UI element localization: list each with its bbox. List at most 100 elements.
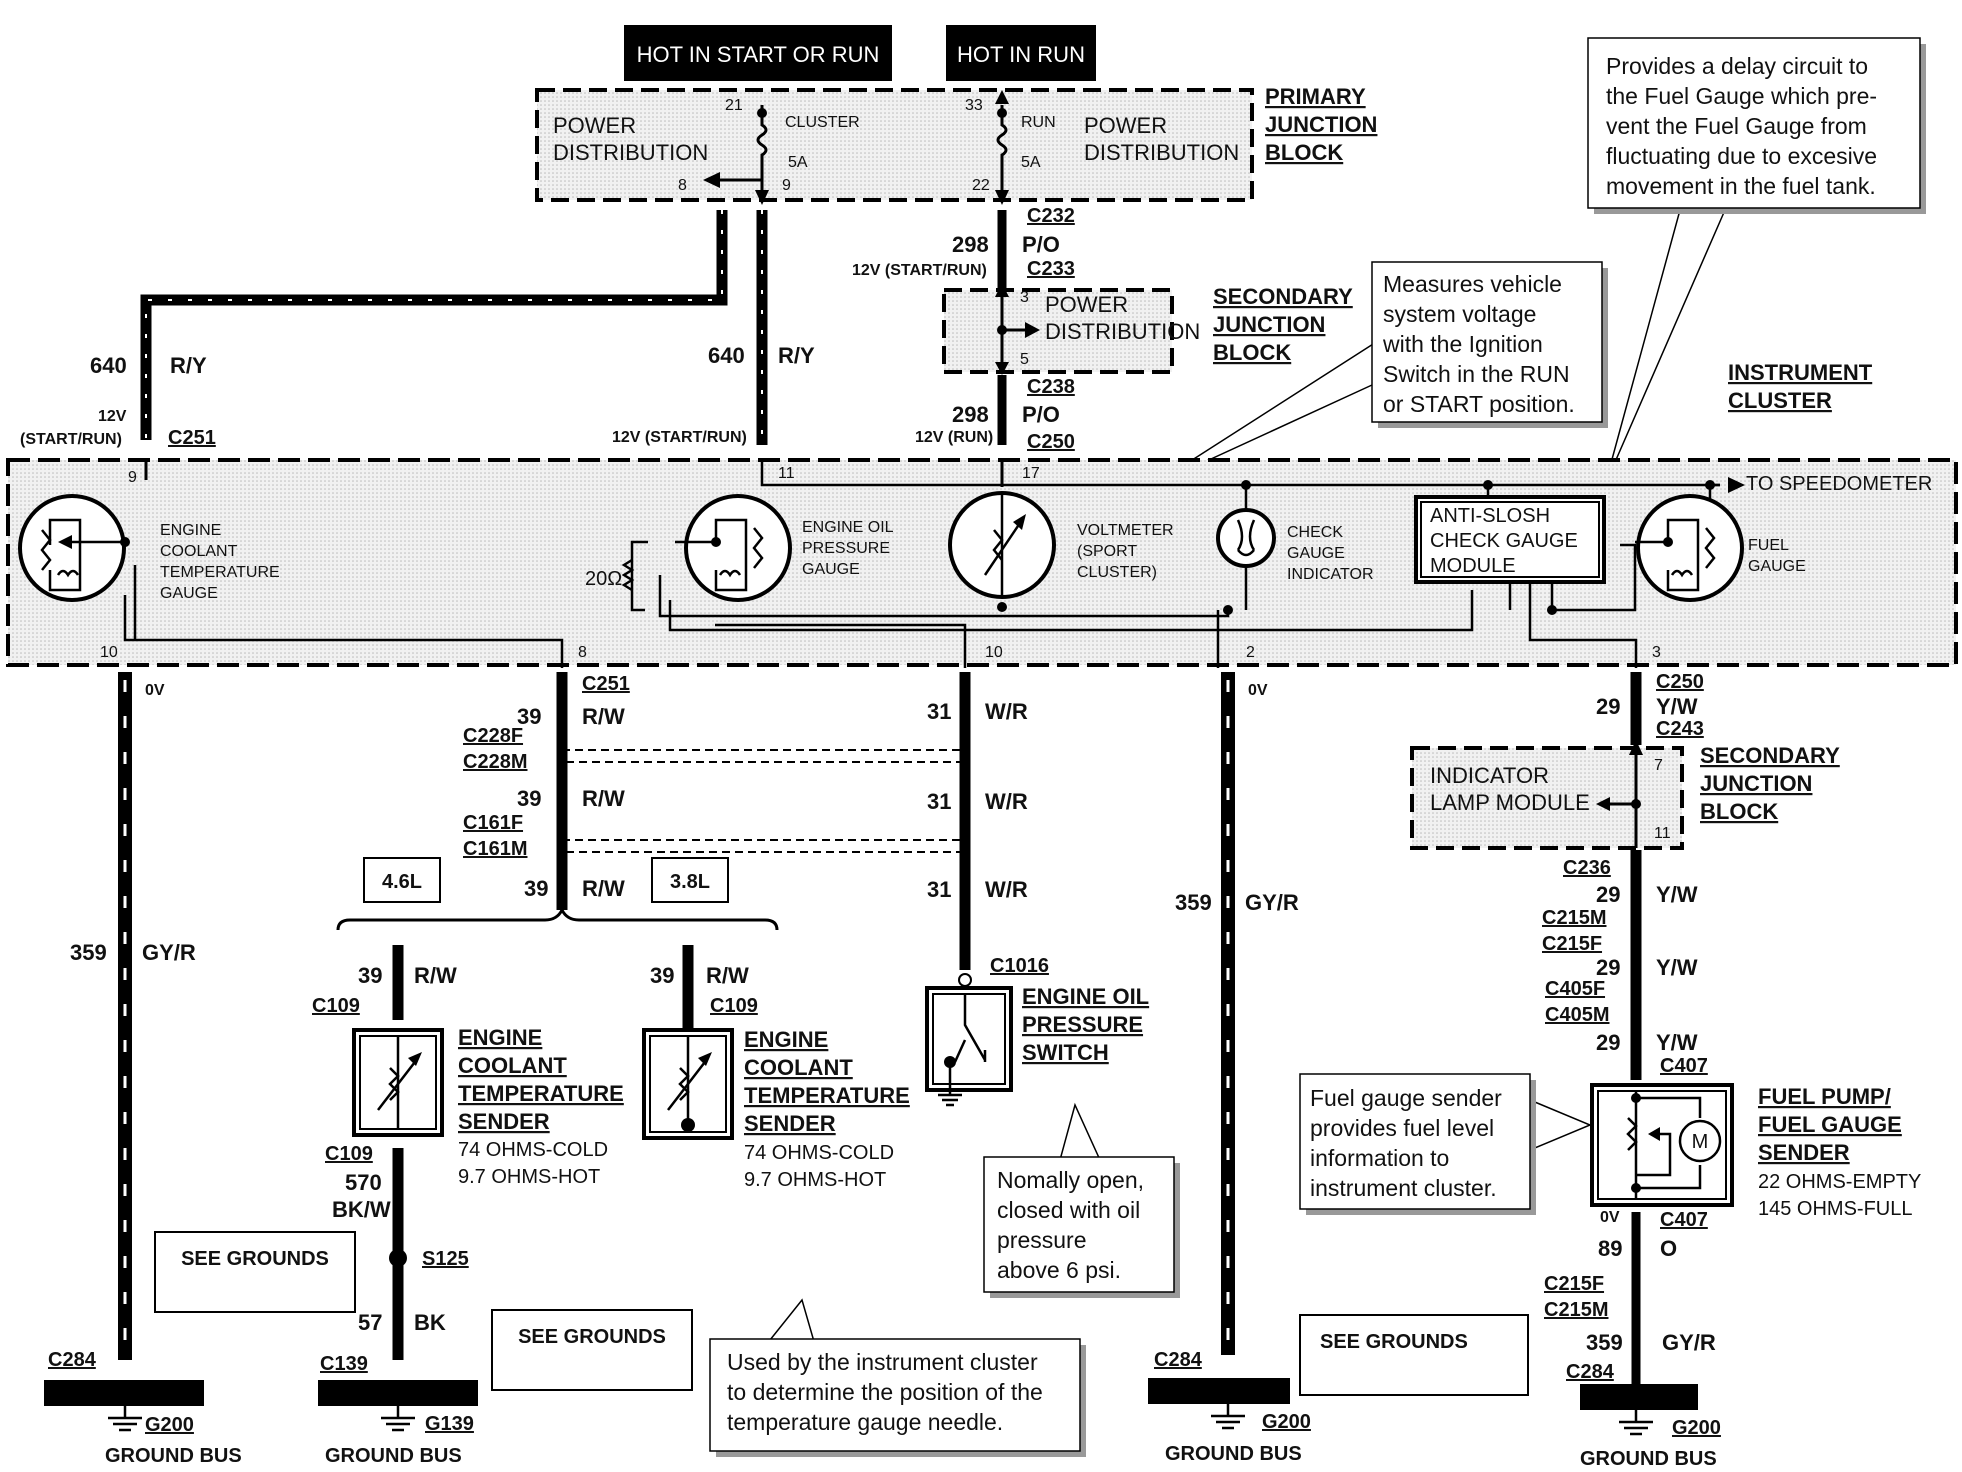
wire-29-c-color: Y/W <box>1656 955 1698 980</box>
svg-text:20Ω: 20Ω <box>585 568 622 590</box>
svg-text:2: 2 <box>1246 644 1255 661</box>
wire-359-right-number: 359 <box>1586 1330 1623 1355</box>
connector-c251-top: C251 <box>168 427 216 449</box>
engine-coolant-temperature-gauge: ENGINE COOLANT TEMPERATURE GAUGE <box>18 494 280 602</box>
hot-start-run-label: HOT IN START OR RUN <box>637 42 880 67</box>
anti-slosh-check-gauge-module: ANTI-SLOSH CHECK GAUGE MODULE <box>1414 495 1606 584</box>
wire-31-b-number: 31 <box>927 789 951 814</box>
wire-29-d-number: 29 <box>1596 1030 1620 1055</box>
wire-29-a-number: 29 <box>1596 694 1620 719</box>
connector-c215f-b: C215F <box>1544 1273 1604 1295</box>
svg-text:3: 3 <box>1020 289 1029 306</box>
left-sender-title-4: SENDER <box>458 1109 550 1134</box>
center-0v-label: 0V <box>1248 682 1268 699</box>
svg-text:INDICATOR: INDICATOR <box>1287 566 1374 583</box>
right-sender-spec-cold: 74 OHMS-COLD <box>744 1142 894 1164</box>
svg-text:DISTRIBUTION: DISTRIBUTION <box>1045 319 1200 344</box>
see-grounds-link-2[interactable]: SEE GROUNDS <box>518 1326 666 1348</box>
voltage-callout: Measures vehicle system voltage with the… <box>1149 261 1608 488</box>
svg-text:POWER: POWER <box>1084 113 1167 138</box>
svg-text:10: 10 <box>985 644 1003 661</box>
right-sender-title: ENGINE <box>744 1027 828 1052</box>
wire-640-left-color: R/Y <box>170 353 207 378</box>
connector-c139: C139 <box>320 1353 368 1375</box>
svg-text:5A: 5A <box>788 154 808 171</box>
svg-text:8: 8 <box>678 177 687 194</box>
hot-run-header <box>946 25 1096 81</box>
right-sender-title-4: SENDER <box>744 1111 836 1136</box>
wire-31-c-color: W/R <box>985 877 1028 902</box>
connector-c161f: C161F <box>463 812 523 834</box>
fuel-sender-title: FUEL PUMP/ <box>1758 1084 1891 1109</box>
engine-4-6l-box <box>363 857 441 903</box>
connector-c251-bottom: C251 <box>582 673 630 695</box>
left-start-run-label: (START/RUN) <box>20 431 122 448</box>
hot-run-label: HOT IN RUN <box>957 42 1085 67</box>
connector-c232: C232 <box>1027 205 1075 227</box>
connector-c284-b: C284 <box>1154 1349 1203 1371</box>
svg-text:instrument cluster.: instrument cluster. <box>1310 1175 1497 1201</box>
svg-text:PRIMARY: PRIMARY <box>1265 84 1366 109</box>
ground-bus-g200-left: C284 G200 GROUND BUS <box>44 1349 242 1467</box>
wire-359-left-number: 359 <box>70 940 107 965</box>
svg-text:JUNCTION: JUNCTION <box>1265 112 1377 137</box>
see-grounds-box-2[interactable] <box>491 1309 693 1391</box>
fuel-sender-title-3: SENDER <box>1758 1140 1850 1165</box>
connector-c215f-a: C215F <box>1542 933 1602 955</box>
delay-circuit-callout: Provides a delay circuit to the Fuel Gau… <box>1587 37 1926 486</box>
svg-text:GAUGE: GAUGE <box>802 561 860 578</box>
svg-text:11: 11 <box>778 465 795 482</box>
ground-bus-g200-right: G200 GROUND BUS <box>1580 1384 1721 1470</box>
svg-text:JUNCTION: JUNCTION <box>1213 312 1325 337</box>
see-grounds-box-3[interactable] <box>1299 1314 1529 1396</box>
svg-text:information to: information to <box>1310 1145 1449 1171</box>
connector-c215m-b: C215M <box>1544 1299 1608 1321</box>
oil-switch-callout: Nomally open, closed with oil pressure a… <box>983 1102 1180 1298</box>
engine-option-brace <box>336 906 779 931</box>
oil-switch-title-2: PRESSURE <box>1022 1012 1143 1037</box>
see-grounds-box-1[interactable] <box>154 1231 356 1313</box>
wire-39-a-color: R/W <box>582 704 625 729</box>
temperature-gauge-callout: Used by the instrument cluster to determ… <box>709 1298 1086 1457</box>
to-speedometer-label: TO SPEEDOMETER <box>1746 473 1932 495</box>
wire-359-right-color: GY/R <box>1662 1330 1716 1355</box>
ground-g139-label: G139 <box>425 1413 474 1435</box>
svg-text:8: 8 <box>578 644 587 661</box>
oil-switch-title-3: SWITCH <box>1022 1040 1109 1065</box>
svg-text:ENGINE: ENGINE <box>160 522 221 539</box>
connector-c243: C243 <box>1656 718 1704 740</box>
wire-29-d-color: Y/W <box>1656 1030 1698 1055</box>
oil-switch-title: ENGINE OIL <box>1022 984 1149 1009</box>
connector-c233: C233 <box>1027 258 1075 280</box>
svg-text:pressure: pressure <box>997 1227 1086 1253</box>
ground-g200-b-label: G200 <box>1262 1411 1311 1433</box>
connector-c405m: C405M <box>1545 1004 1609 1026</box>
wire-640-left <box>140 210 728 440</box>
wire-57-number: 57 <box>358 1310 382 1335</box>
svg-text:GAUGE: GAUGE <box>160 585 218 602</box>
svg-text:JUNCTION: JUNCTION <box>1700 771 1812 796</box>
wire-298-bottom-number: 298 <box>952 402 989 427</box>
hot-start-run-header <box>624 25 892 81</box>
connector-c284-a: C284 <box>48 1349 97 1371</box>
voltmeter-gauge: VOLTMETER (SPORT CLUSTER) <box>948 491 1174 612</box>
svg-text:temperature gauge needle.: temperature gauge needle. <box>727 1409 1003 1435</box>
wire-31-a-color: W/R <box>985 699 1028 724</box>
svg-text:BLOCK: BLOCK <box>1265 140 1343 165</box>
connector-c109-b: C109 <box>325 1143 373 1165</box>
wire-298-top-number: 298 <box>952 232 989 257</box>
svg-text:with the Ignition: with the Ignition <box>1382 331 1543 357</box>
left-0v-label: 0V <box>145 682 165 699</box>
svg-text:ANTI-SLOSH: ANTI-SLOSH <box>1430 505 1550 527</box>
see-grounds-link-1[interactable]: SEE GROUNDS <box>181 1248 329 1270</box>
connector-c215m-a: C215M <box>1542 907 1606 929</box>
svg-text:Provides a delay circuit to: Provides a delay circuit to <box>1606 53 1868 79</box>
left-sender-title-3: TEMPERATURE <box>458 1081 624 1106</box>
see-grounds-link-3[interactable]: SEE GROUNDS <box>1320 1331 1468 1353</box>
connector-c407-bottom: C407 <box>1660 1209 1708 1231</box>
wire-89-color: O <box>1660 1236 1677 1261</box>
check-gauge-indicator: CHECK GAUGE INDICATOR <box>1216 508 1374 583</box>
wire-640-center-color: R/Y <box>778 343 815 368</box>
